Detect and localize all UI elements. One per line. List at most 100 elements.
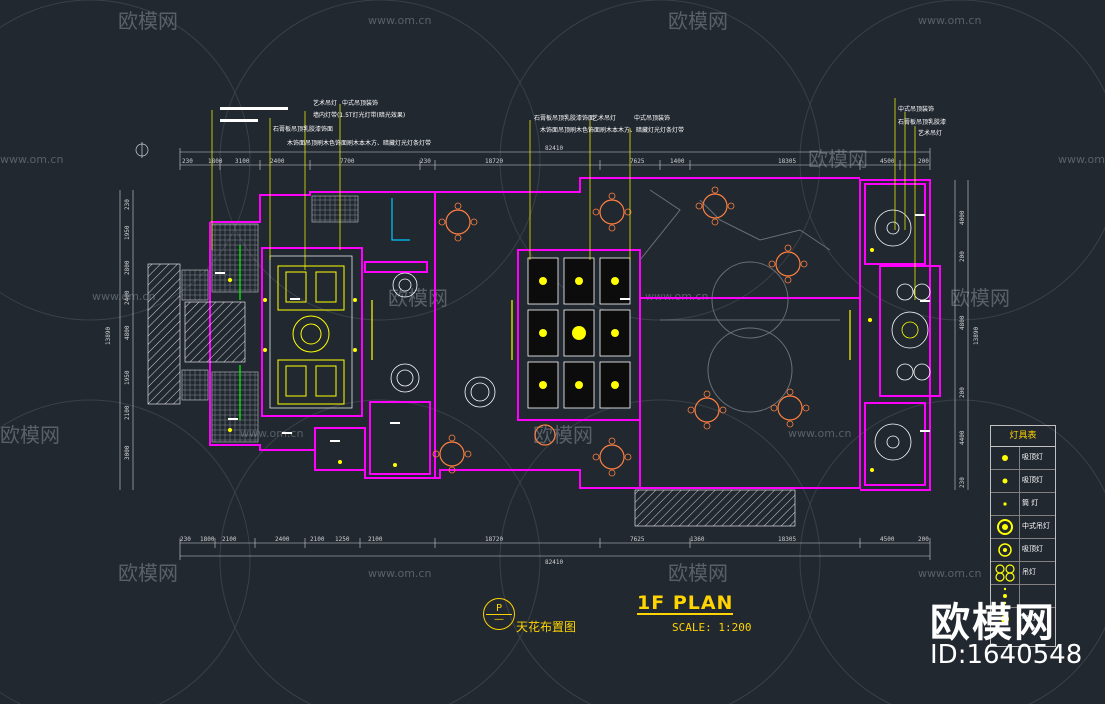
ceiling-light-small-icon [991,470,1020,492]
ceiling-light-large-icon [991,539,1020,561]
watermark-url: www.om.cn [0,153,63,166]
bottom-dimension-lines [179,538,931,560]
dim-top-segment: 230 [182,158,193,165]
annotation: 艺术吊灯 [592,114,616,122]
chandelier-icon [991,562,1020,584]
dim-left-segment: 2800 [124,260,131,275]
plants [390,272,496,408]
dim-bottom-segment: 230 [180,536,191,543]
watermark-brand: 欧模网 [668,9,728,33]
watermark-url: www.om.cn [368,567,431,580]
dim-bottom-segment: 1360 [690,536,705,543]
watermark-brand: 欧模网 [533,423,593,447]
dim-bottom-segment: 7625 [630,536,645,543]
dim-right-segment: 200 [959,251,966,262]
dim-bottom-segment: 18720 [485,536,503,543]
dim-top-segment: 200 [918,158,929,165]
watermark-brand: 欧模网 [118,9,178,33]
legend-row: 中式吊灯 [991,516,1055,539]
watermark-url: www.om.cn [92,290,155,303]
annotation: 石膏板吊顶乳胶漆饰面 [534,114,594,122]
watermark-url: www.om.cn [918,567,981,580]
drawing-symbol-number: — [494,614,504,625]
legend-table: 灯具表 吸顶灯 吸顶灯 筒 灯 中式吊灯 吸顶灯 吊灯 中灯 [990,425,1056,647]
dim-left-segment: 1950 [124,225,131,240]
legend-row: 吸顶灯 [991,470,1055,493]
dim-overall-top: 82410 [545,145,563,152]
accent-lines [239,198,851,420]
dim-top-segment: 2400 [270,158,285,165]
building-walls [209,177,941,491]
annotation: 墙内灯带(1.5T灯光灯带(暗光效果) [313,111,405,119]
legend-title: 灯具表 [991,426,1055,447]
annotation: 中式吊顶装饰 [898,105,934,113]
dim-right-segment: 200 [959,387,966,398]
watermark-brand: 欧模网 [808,147,868,171]
watermark-brand: 欧模网 [950,286,1010,310]
spotlight-icon [991,585,1020,607]
fixture-marks [215,214,930,442]
center-lights [539,277,619,389]
dim-left-segment: 2400 [124,290,131,305]
hatch-stair [184,301,246,363]
left-dimension-lines [119,190,134,490]
dim-left-segment: 1950 [124,370,131,385]
legend-label: 中式吊灯 [1022,522,1050,530]
hatch-bottom [634,489,796,527]
legend-row: 吸顶灯 [991,447,1055,470]
annotation: 木饰面吊顶刷木色饰面刷木本木方、暗藏灯光灯条灯带 [287,139,431,147]
drawing-scale: SCALE: 1:200 [672,621,752,634]
drawing-symbol-letter: P [495,603,503,614]
dim-right-segment: 4000 [959,210,966,225]
drawing-symbol: P — [483,598,515,630]
legend-row: 筒 灯 [991,493,1055,516]
legend-row [991,585,1055,608]
overlay-logo: 欧模网 [930,600,1056,646]
medium-light-icon [991,608,1020,630]
left-ceiling-panels [269,255,353,409]
legend-row: 吸顶灯 [991,539,1055,562]
dim-bottom-segment: 2400 [275,536,290,543]
legend-label: 筒 灯 [1022,499,1039,507]
watermark-brand: 欧模网 [0,423,60,447]
watermark-brand: 欧模网 [118,561,178,585]
dim-bottom-segment: 2100 [222,536,237,543]
legend-label: 吸顶灯 [1022,545,1043,553]
annotation: 石膏板吊顶乳胶漆饰面 [273,125,333,133]
legend-label: 吊灯 [1022,568,1036,576]
center-ceiling-grid [527,257,631,409]
dim-left-total: 13890 [105,327,112,345]
watermark-url: www.om.cn [788,427,851,440]
legend-label: 吸顶灯 [1022,453,1043,461]
north-arrow [135,142,149,158]
dim-right-segment: 4400 [959,430,966,445]
table-chairs [432,186,810,477]
downlights [228,248,874,472]
dim-bottom-segment: 2100 [368,536,383,543]
dining-tables [439,193,803,470]
dim-right-segment: 4800 [959,315,966,330]
watermark-url: www.om.cn [1058,153,1105,166]
overlay-id: ID:1640548 [930,640,1083,670]
chinese-pendant-icon [991,516,1020,538]
dim-top-segment: 7625 [630,158,645,165]
drawing-subtitle: 天花布置图 [516,620,577,634]
dim-top-segment: 3100 [235,158,250,165]
dim-bottom-segment: 18305 [778,536,796,543]
dim-top-segment: 1800 [208,158,223,165]
dim-left-segment: 230 [124,199,131,210]
legend-label: 中灯 [1022,614,1036,622]
annotation-bars [220,107,288,122]
watermark-url: www.om.cn [368,14,431,27]
annotation: 中式吊顶装饰 [634,114,670,122]
dim-top-segment: 230 [420,158,431,165]
legend-label: 吸顶灯 [1022,476,1043,484]
dim-left-segment: 4800 [124,325,131,340]
watermark-brand: 欧模网 [388,286,448,310]
dim-bottom-segment: 2100 [310,536,325,543]
grid-ceilings [181,195,359,443]
dim-overall-bottom: 82410 [545,559,563,566]
annotation: 木饰面吊顶刷木色饰面刷木本木方、暗藏灯光灯条灯带 [540,126,684,134]
legend-row: 中灯 [991,608,1055,630]
dim-top-segment: 4500 [880,158,895,165]
